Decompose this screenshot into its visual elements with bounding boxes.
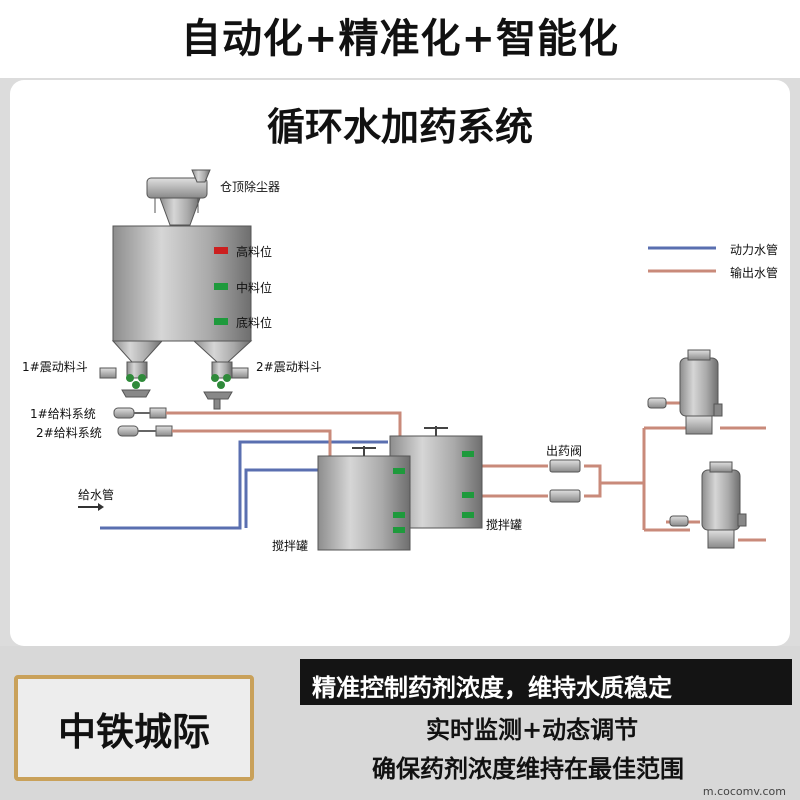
outlet-valve-label: 出药阀 bbox=[546, 444, 583, 458]
mixing-tank-1 bbox=[317, 446, 411, 551]
mixer-1-label: 搅拌罐 bbox=[272, 539, 309, 553]
hopper-1-label: 1#震动料斗 bbox=[22, 360, 88, 374]
feeder-1-label: 1#给料系统 bbox=[30, 407, 96, 421]
slogan-text: 精准控制药剂浓度，维持水质稳定 bbox=[312, 674, 672, 702]
vibrating-hopper-1 bbox=[99, 361, 151, 398]
dust-collector-label: 仓顶除尘器 bbox=[220, 180, 281, 194]
mid-level-label: 中料位 bbox=[236, 281, 273, 295]
legend-output-water-label: 输出水管 bbox=[730, 266, 779, 280]
low-level-indicator bbox=[214, 318, 228, 325]
feeder-system-1 bbox=[113, 407, 167, 419]
headline: 自动化+精准化+智能化 bbox=[180, 16, 620, 62]
outlet-valves bbox=[549, 459, 581, 503]
low-level-label: 底料位 bbox=[236, 316, 273, 330]
hopper-2-label: 2#震动料斗 bbox=[256, 360, 322, 374]
water-inlet-label: 给水管 bbox=[78, 488, 115, 502]
slogan-bar: 精准控制药剂浓度，维持水质稳定 bbox=[300, 659, 792, 705]
feeder-system-2 bbox=[117, 425, 173, 437]
brand-box: 中铁城际 bbox=[14, 675, 254, 781]
power-water-pipes bbox=[100, 440, 388, 530]
mixer-2-label: 搅拌罐 bbox=[486, 518, 523, 532]
pressure-vessel-2 bbox=[669, 461, 747, 549]
feeder-2-label: 2#给料系统 bbox=[36, 426, 102, 440]
mid-level-indicator bbox=[214, 283, 228, 290]
vibrating-hopper-2 bbox=[203, 361, 249, 410]
diagram-title: 循环水加药系统 bbox=[266, 105, 533, 149]
brand-name: 中铁城际 bbox=[57, 710, 210, 754]
water-inlet-arrow bbox=[78, 503, 104, 511]
legend-power-water-label: 动力水管 bbox=[730, 243, 779, 257]
pressure-vessel-1 bbox=[647, 349, 723, 435]
watermark: m.cocomv.com bbox=[702, 785, 786, 798]
storage-silo bbox=[111, 225, 253, 363]
high-level-label: 高料位 bbox=[236, 245, 273, 259]
dust-collector bbox=[146, 169, 211, 226]
feature-line-2: 确保药剂浓度维持在最佳范围 bbox=[372, 755, 684, 783]
top-banner: 自动化+精准化+智能化 bbox=[0, 0, 800, 78]
high-level-indicator bbox=[214, 247, 228, 254]
feature-line-1: 实时监测+动态调节 bbox=[426, 716, 639, 744]
